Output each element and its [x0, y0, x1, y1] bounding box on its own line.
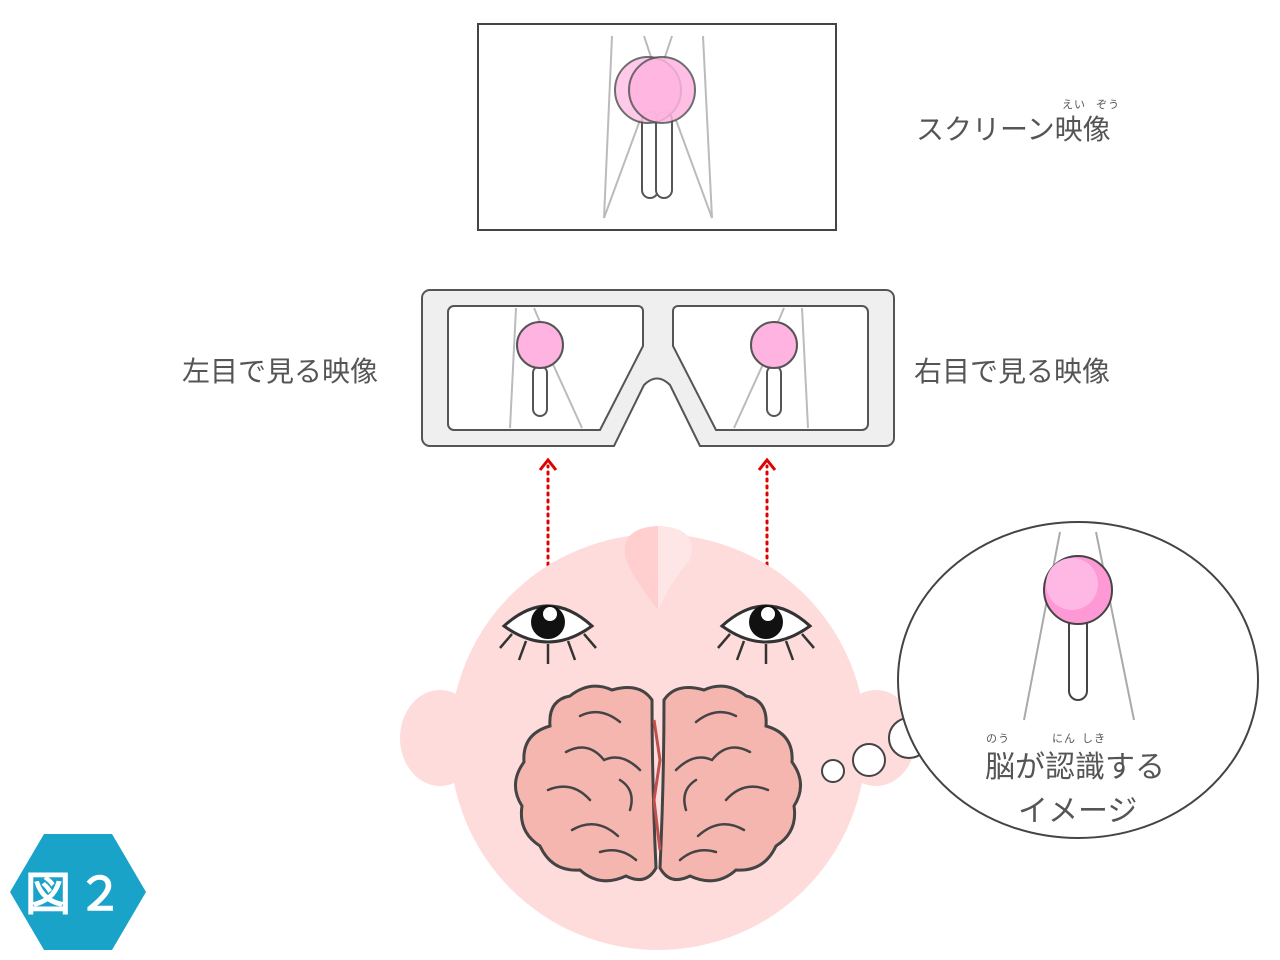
right-eye-icon — [717, 604, 815, 664]
brain-caption-line2: イメージ — [1018, 794, 1138, 829]
figure-label: 図２ — [25, 867, 129, 921]
right-eye-caption: 右目で見る映像 — [914, 355, 1111, 388]
ruby-shiki: しき — [1082, 732, 1106, 745]
brain-caption-line1: 脳が認識する — [985, 750, 1165, 785]
brain-icon — [514, 684, 802, 883]
screen-panel — [477, 23, 837, 231]
thought-bubble — [821, 521, 1259, 839]
ruby-zou: ぞう — [1096, 98, 1120, 111]
left-eye-icon — [499, 604, 597, 664]
ruby-nou: のう — [986, 732, 1010, 745]
figure-badge — [10, 834, 146, 950]
glasses — [421, 289, 895, 447]
screen-ball-right — [628, 56, 696, 124]
ruby-ei: えい — [1062, 98, 1086, 111]
ruby-nin: にん — [1052, 732, 1076, 745]
left-eye-caption: 左目で見る映像 — [182, 355, 379, 388]
left-eye-ball — [516, 321, 564, 369]
screen-caption: スクリーン映像 — [916, 113, 1111, 146]
right-eye-ball — [750, 321, 798, 369]
